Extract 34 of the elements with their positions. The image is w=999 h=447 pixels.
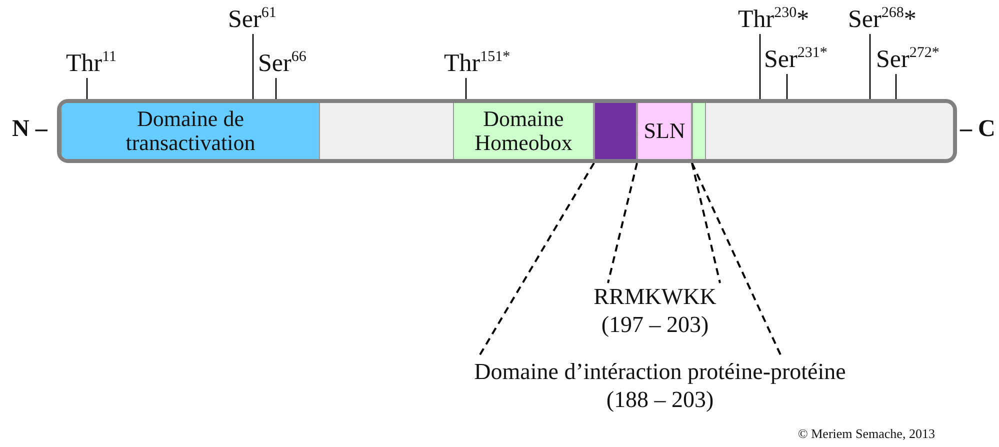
leader-line [869, 34, 871, 99]
dashed-leader-line [607, 162, 638, 284]
site-label: Ser$^{272*}$ [876, 46, 940, 73]
terminus-label: – C [960, 116, 996, 143]
annotation-text: (197 – 203) [601, 311, 709, 339]
domain-segment [61, 103, 320, 159]
domain-text: Domaine Homeobox [474, 107, 574, 155]
leader-line [86, 78, 88, 99]
annotation-text: RRMKWKK [594, 283, 716, 311]
domain-segment [637, 103, 692, 159]
annotation-text: Domaine d’intéraction protéine-protéine [474, 358, 846, 386]
site-label: Thr$^{230}$* [738, 6, 810, 33]
site-label: Thr$^{151*}$ [444, 50, 510, 77]
domain-segment [692, 103, 706, 159]
domain-segment [594, 103, 637, 159]
site-label: Ser$^{231*}$ [764, 46, 828, 73]
terminus-label: N – [12, 116, 48, 143]
domain-text: SLN [644, 119, 686, 143]
leader-line [895, 74, 897, 99]
protein-bar [57, 99, 957, 163]
copyright-note: © Meriem Semache, 2013 [798, 426, 935, 442]
leader-line [252, 34, 254, 99]
leader-line [275, 78, 277, 99]
site-label: Ser$^{61}$ [228, 6, 276, 33]
site-label: Ser$^{268}$* [848, 6, 916, 33]
domain-text: Domaine de transactivation [124, 107, 256, 155]
domain-segment [453, 103, 594, 159]
leader-line [465, 78, 467, 99]
dashed-leader-line [691, 162, 721, 284]
annotation-text: (188 – 203) [606, 386, 714, 414]
site-label: Ser$^{66}$ [258, 50, 306, 77]
site-label: Thr$^{11}$ [66, 50, 117, 77]
leader-line [786, 74, 788, 99]
leader-line [759, 34, 761, 99]
